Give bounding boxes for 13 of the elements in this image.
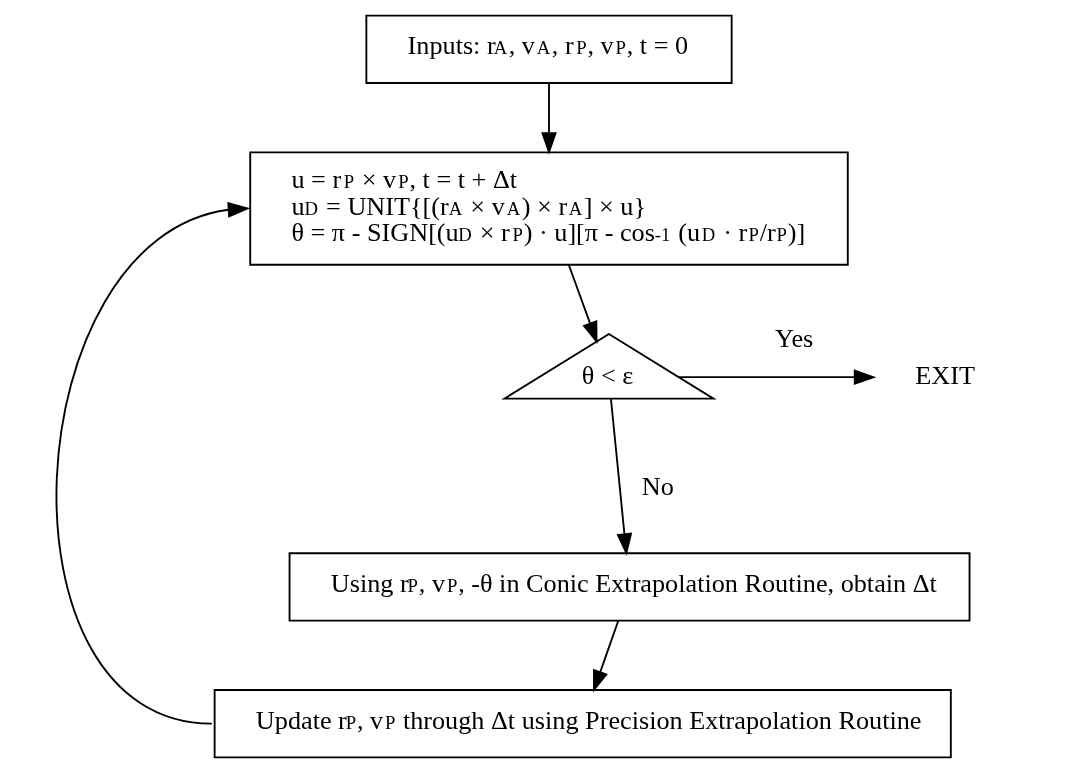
node-box: Update rP, vP through Δt using Precision Extrapolation Routine [213,689,952,759]
node-box: Using rP, vP, -θ in Conic Extrapolation Routine, obtain Δt [288,552,971,622]
arrow [541,82,557,155]
arrow [678,369,877,385]
node-box: u = rP × vP, t = t + Δt uD = UNIT{[(rA × vA) × rA] × u} θ = π - SIGN[(uD × rP) · u][π - cos-1 (uD · rP/rP)] [249,151,849,266]
arrow [568,264,598,344]
node-box: Inputs: rA, vA, rP, vP, t = 0 [365,14,733,84]
arrow [609,397,633,556]
node-text: EXIT [915,361,975,391]
arrow [593,620,620,693]
arrow [55,201,251,725]
edge-label: Yes [775,323,814,353]
edge-label: No [641,471,674,501]
